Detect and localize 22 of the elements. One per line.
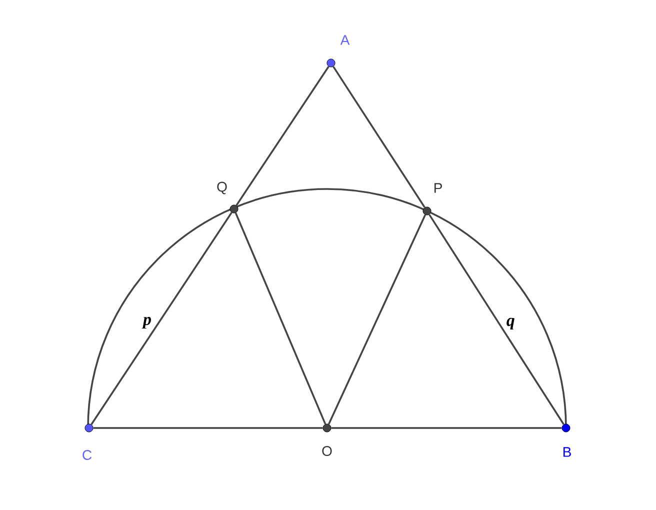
point-label: P — [434, 183, 442, 193]
line-segment — [332, 66, 426, 208]
point-label: B — [563, 447, 571, 457]
point — [562, 424, 570, 432]
line-segment — [93, 427, 323, 429]
point — [322, 424, 332, 432]
point — [422, 206, 432, 216]
line-segment — [234, 212, 326, 424]
point-label: Q — [217, 182, 227, 194]
point — [326, 58, 336, 68]
line-segment — [328, 214, 426, 424]
line-segment — [90, 212, 232, 425]
point — [230, 204, 238, 214]
point — [84, 424, 94, 432]
point-label: C — [82, 450, 92, 460]
segment-label: p — [142, 316, 151, 329]
line-segment — [331, 427, 562, 429]
line-segment — [236, 66, 330, 206]
line-segment — [428, 214, 564, 425]
point-label: O — [322, 446, 332, 456]
segment-label: q — [506, 318, 514, 330]
point-label: A — [340, 35, 350, 45]
